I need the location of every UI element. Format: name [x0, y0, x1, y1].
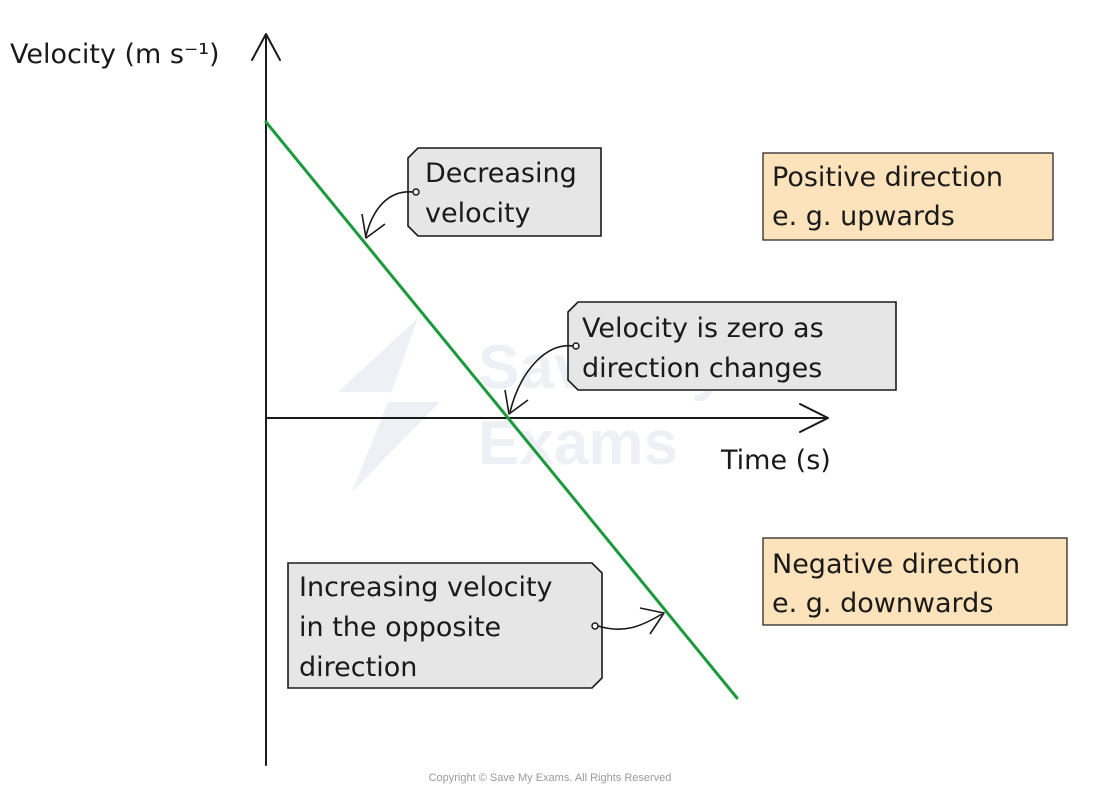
x-axis-label: Time (s) — [720, 445, 831, 476]
annotation-box — [287, 562, 603, 689]
y-axis-label: Velocity (m s⁻¹) — [10, 39, 220, 70]
pointer-dot — [572, 342, 580, 350]
pointer-dot — [412, 188, 420, 196]
annotation-text-line3: direction — [299, 652, 417, 683]
annotation-text-line2: in the opposite — [299, 612, 501, 643]
region-text-line2: e. g. downwards — [772, 588, 993, 619]
pointer-arrow — [597, 613, 663, 630]
annotation-increasing-velocity: Increasing velocity in the opposite dire… — [287, 562, 665, 689]
copyright-footer: Copyright © Save My Exams. All Rights Re… — [429, 772, 672, 784]
pointer-arrowhead-icon — [504, 389, 529, 415]
region-box — [762, 152, 1054, 241]
region-text-line1: Positive direction — [772, 162, 1003, 193]
pointer-arrow — [509, 344, 574, 413]
pointer-dot — [591, 622, 599, 630]
annotation-text-line1: Increasing velocity — [299, 572, 553, 603]
annotation-text-line2: direction changes — [582, 353, 822, 384]
region-box — [762, 537, 1068, 626]
annotation-text-line2: velocity — [425, 198, 531, 229]
y-axis-arrowhead — [251, 33, 281, 61]
annotation-decreasing-velocity: Decreasing velocity — [361, 147, 602, 239]
annotation-velocity-zero: Velocity is zero as direction changes — [504, 301, 897, 415]
region-negative-direction: Negative direction e. g. downwards — [762, 537, 1068, 626]
pointer-arrowhead-icon — [361, 213, 386, 239]
x-axis-arrowhead — [799, 403, 829, 433]
region-text-line2: e. g. upwards — [772, 201, 955, 232]
annotation-box — [567, 301, 897, 391]
pointer-arrowhead-icon — [639, 607, 665, 635]
region-text-line1: Negative direction — [772, 549, 1020, 580]
annotation-text-line1: Velocity is zero as — [582, 313, 824, 344]
watermark-bolt-icon — [338, 318, 440, 492]
pointer-arrow — [365, 191, 414, 237]
annotation-box — [407, 147, 602, 237]
region-positive-direction: Positive direction e. g. upwards — [762, 152, 1054, 241]
velocity-line — [264, 120, 739, 700]
axes — [251, 33, 829, 766]
annotation-text-line1: Decreasing — [425, 158, 577, 189]
